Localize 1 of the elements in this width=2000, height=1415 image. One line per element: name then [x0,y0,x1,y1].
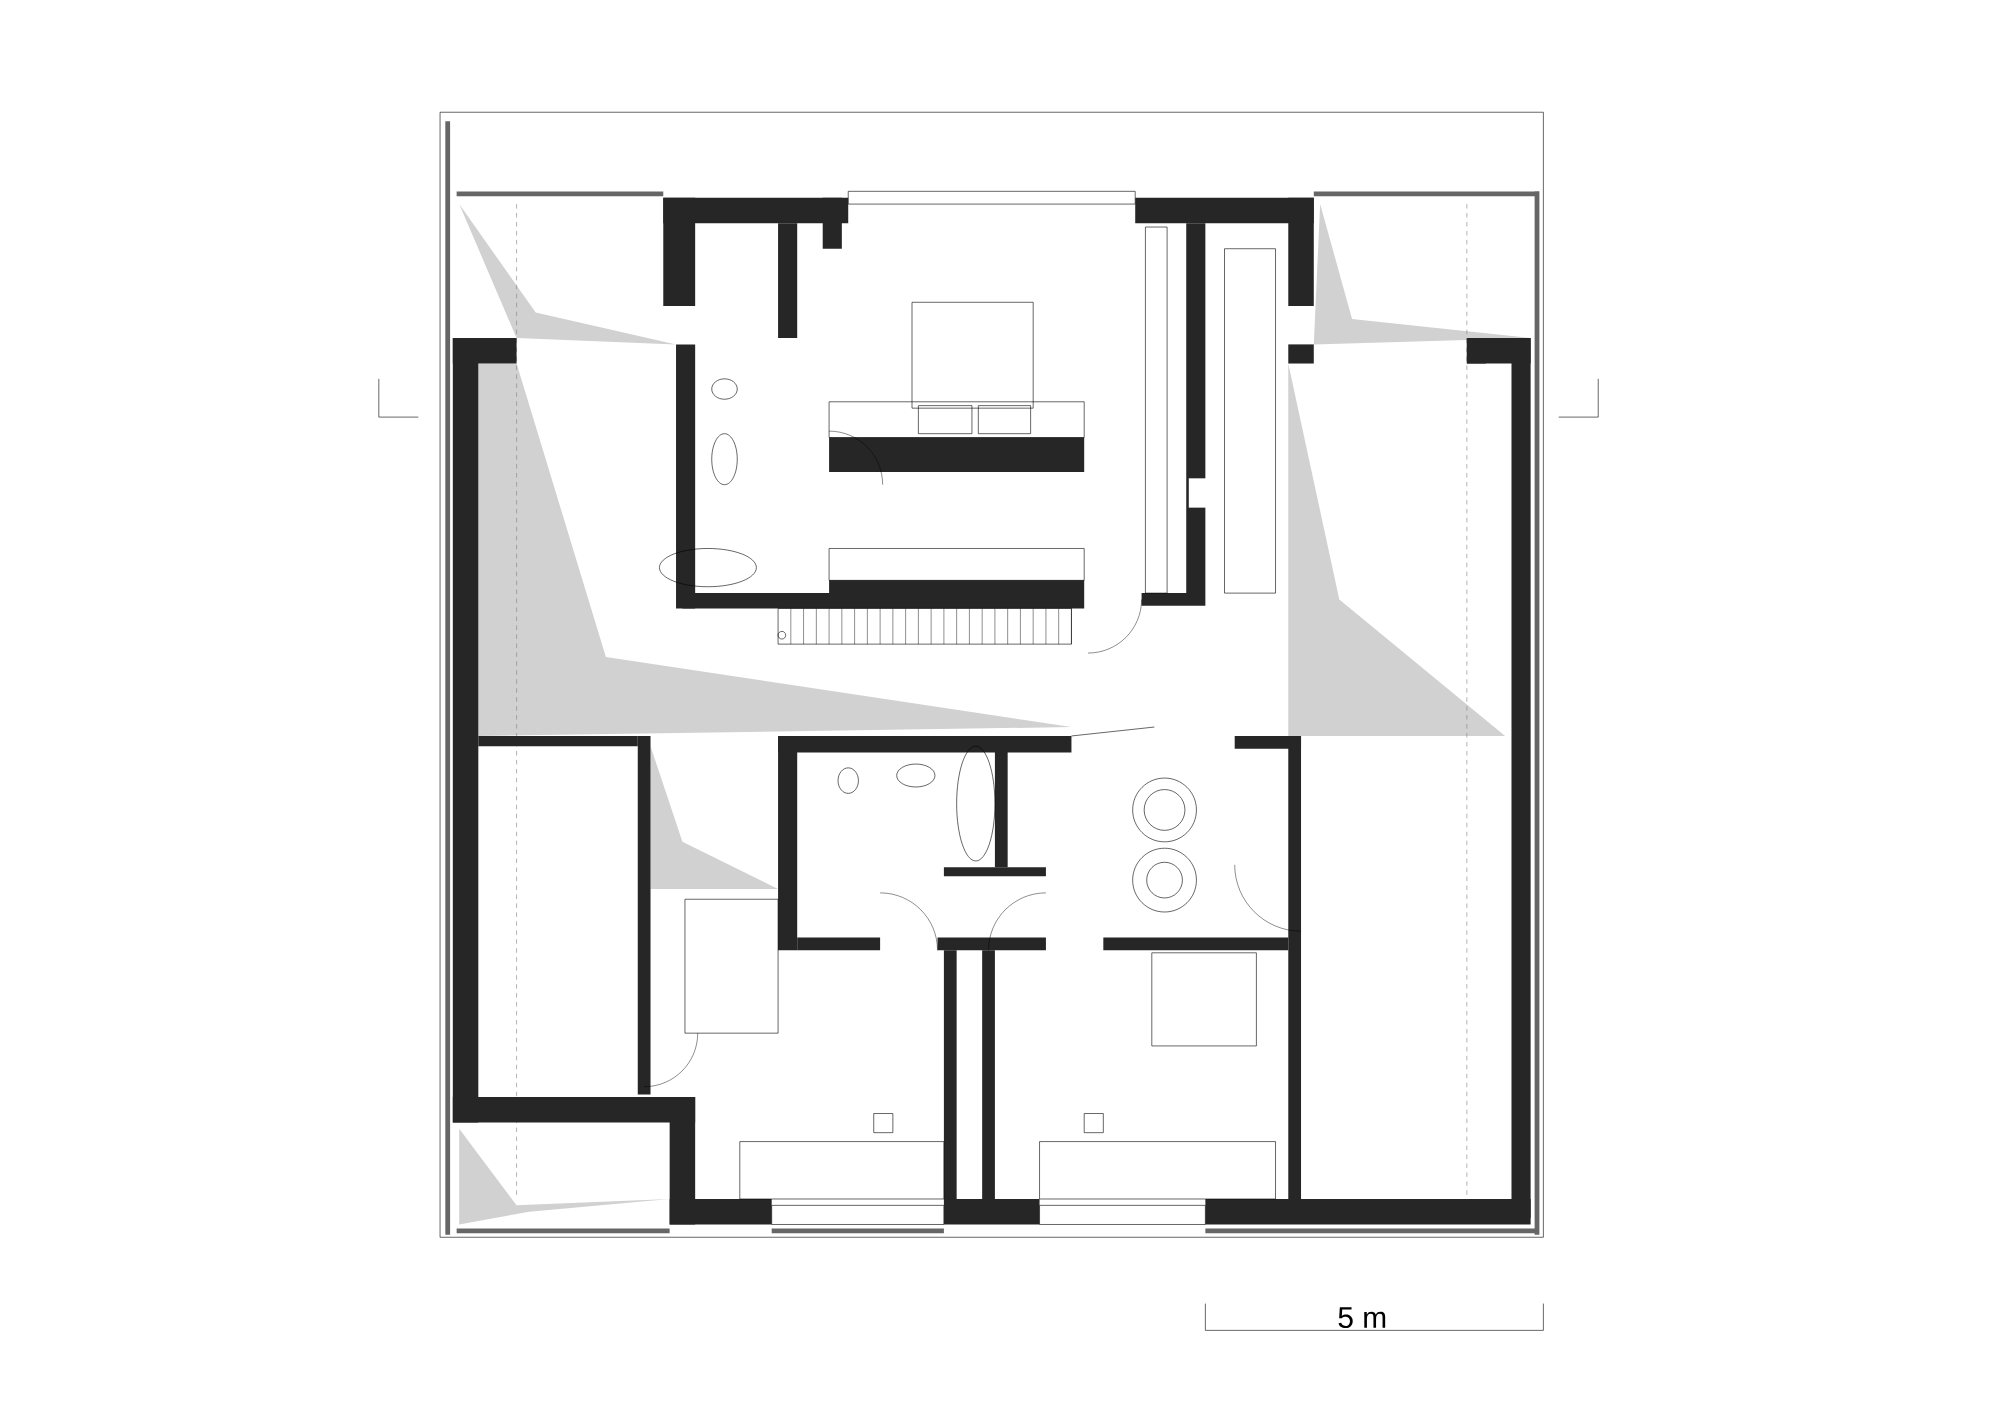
scale-label: 5 m [1338,1307,1386,1329]
